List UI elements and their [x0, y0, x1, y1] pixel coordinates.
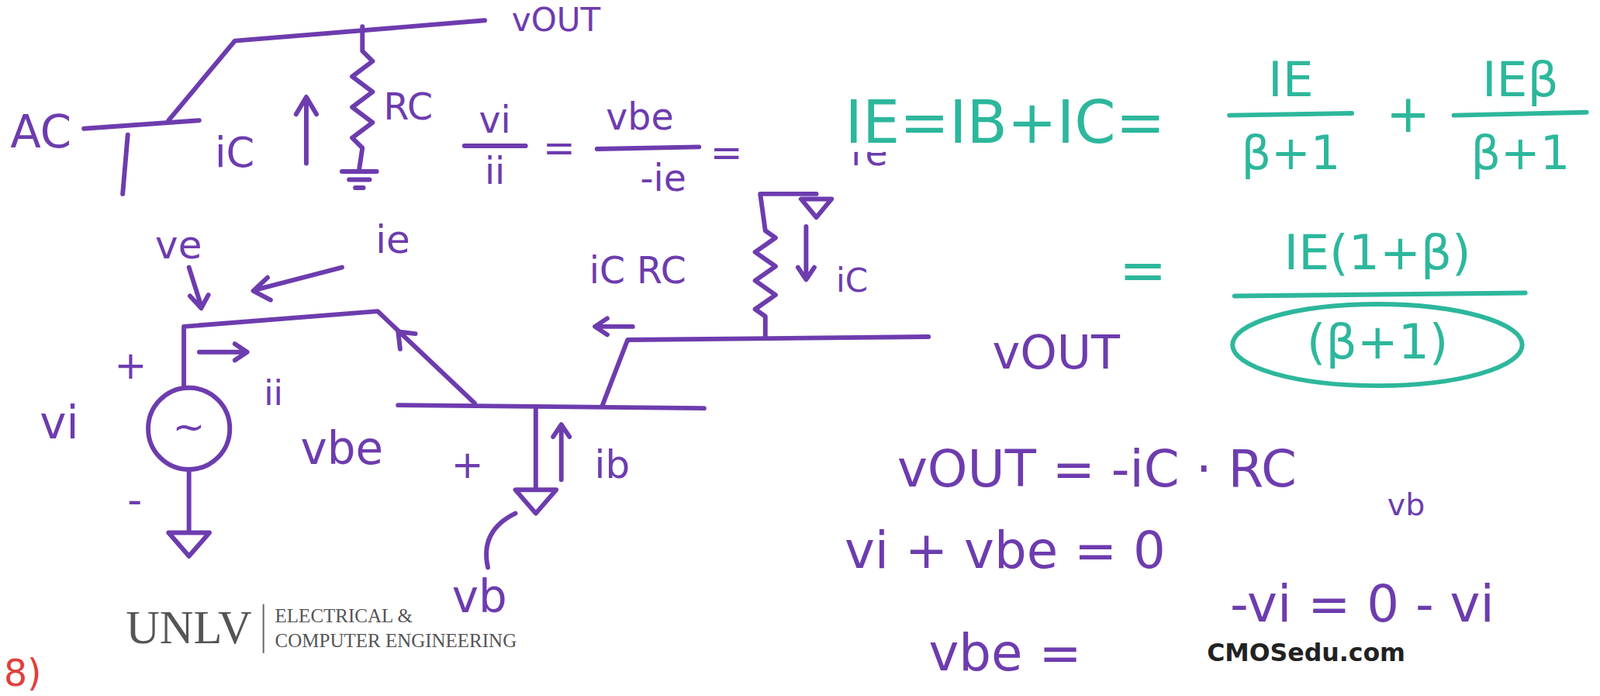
signal-name: ve — [153, 225, 204, 265]
fraction-bar — [1234, 292, 1526, 296]
leader-line — [486, 513, 515, 568]
polarity-mark: + — [449, 445, 486, 484]
current-label: iC — [834, 264, 870, 298]
circuit-wires — [83, 20, 929, 567]
equation-term: β+1 — [1468, 129, 1572, 177]
current-label: iC — [213, 132, 256, 174]
signal-name: vi — [38, 400, 80, 446]
equation-term: (β+1) — [1305, 317, 1451, 367]
component-label: RC — [381, 88, 435, 125]
equation-marks — [1229, 112, 1587, 386]
equation: -vi = 0 - vi — [1228, 578, 1497, 630]
ground-symbol — [342, 171, 377, 188]
current-label: iC RC — [587, 252, 688, 289]
collector-wire — [601, 336, 929, 406]
equation-sign: + — [1384, 87, 1432, 141]
logo-separator — [262, 604, 265, 654]
watermark: CMOSedu.com — [1205, 640, 1407, 666]
equation-sign: = — [541, 128, 578, 168]
emitter-wire — [183, 311, 475, 403]
equation: vOUT = -iC · RC — [895, 443, 1299, 495]
equation: vbe = — [926, 627, 1083, 679]
wire — [122, 134, 128, 194]
signal-name: vOUT — [990, 328, 1122, 377]
equation-term: IE=IB+IC= — [843, 93, 1167, 153]
current-label: ib — [593, 445, 633, 484]
ground-symbol — [515, 489, 557, 513]
equation-sign: = — [708, 133, 745, 173]
wire — [168, 20, 485, 121]
signal-name: vOUT — [510, 3, 603, 37]
wire — [186, 469, 192, 531]
ac-source-symbol — [148, 387, 230, 470]
current-arrow — [199, 343, 248, 360]
ground-symbol — [168, 532, 210, 557]
leader-arrow — [189, 267, 209, 309]
fraction-bar — [1229, 113, 1352, 116]
current-arrow — [296, 96, 317, 163]
equation: vi + vbe = 0 — [843, 525, 1168, 578]
equation-term: β+1 — [1239, 129, 1342, 177]
wire — [83, 120, 200, 129]
problem-number: 8) — [2, 655, 44, 692]
polarity-mark: + — [112, 345, 149, 385]
current-arrow — [253, 267, 343, 301]
current-arrow — [594, 317, 633, 335]
polarity-mark: - — [125, 479, 144, 521]
fraction-bar — [597, 146, 700, 149]
current-label: ii — [262, 375, 285, 411]
equation-term: ii — [483, 152, 507, 190]
logo-text: COMPUTER ENGINEERING — [273, 629, 519, 650]
logo-text: UNLV — [124, 604, 254, 652]
source-symbol: ~ — [170, 407, 207, 446]
equation-term: IEβ — [1480, 55, 1561, 104]
equation-term: IE — [1266, 55, 1316, 104]
equation-term: vi — [477, 102, 513, 139]
equation-term: -ie — [638, 160, 688, 197]
base-wire — [397, 404, 705, 408]
equation-note: vb — [1385, 490, 1427, 521]
current-label: ie — [373, 220, 412, 260]
logo-text: ELECTRICAL & — [273, 605, 415, 626]
emitter-arrow — [397, 331, 415, 349]
equation-term: IE(1+β) — [1282, 228, 1473, 278]
current-arrow — [798, 226, 815, 280]
signal-name: AC — [8, 110, 73, 156]
circled-term — [1232, 304, 1523, 386]
resistor-symbol — [352, 26, 373, 169]
fraction-bar — [464, 143, 526, 149]
resistor-symbol — [755, 193, 817, 337]
equation-sign: = — [1117, 241, 1169, 300]
signal-name: vb — [450, 574, 509, 620]
equation-term: vbe — [604, 99, 675, 136]
wire — [533, 407, 539, 488]
signal-name: vbe — [298, 426, 385, 472]
fraction-bar — [1454, 112, 1587, 116]
current-arrow — [552, 424, 570, 480]
ground-symbol — [801, 198, 832, 218]
